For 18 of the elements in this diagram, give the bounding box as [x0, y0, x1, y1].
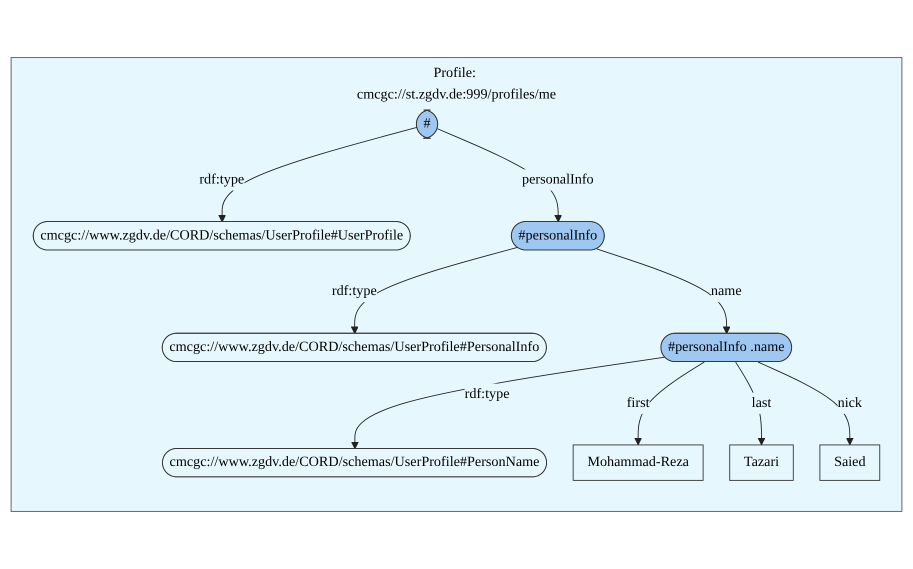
edge-label: last — [752, 395, 772, 410]
edge-label: personalInfo — [522, 172, 594, 188]
arrow — [218, 126, 418, 222]
node-box: Mohammad-Reza — [572, 444, 704, 481]
arrow — [350, 356, 666, 450]
node-box: Tazari — [729, 444, 794, 481]
arrow — [596, 248, 731, 334]
node-box: Saied — [819, 444, 880, 481]
edge-label: rdf:type — [199, 172, 244, 188]
arrow — [634, 362, 705, 446]
edge-label: first — [626, 395, 650, 410]
edge-label: name — [710, 284, 742, 299]
edge-label: nick — [838, 395, 862, 410]
edge-label: rdf:type — [332, 284, 377, 299]
arrow — [350, 246, 518, 334]
arrow — [758, 362, 854, 446]
edge-label: rdf:type — [464, 386, 510, 402]
arrow — [735, 362, 766, 446]
